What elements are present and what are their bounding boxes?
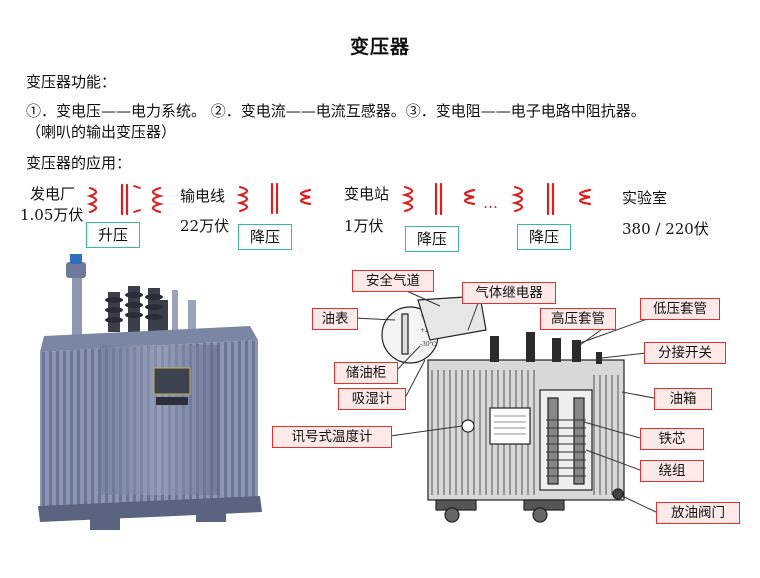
callout-oil-gauge: 油表 (312, 308, 358, 330)
transmission-line-label: 输电线 (180, 187, 226, 205)
callout-safety-vent: 安全气道 (352, 270, 434, 292)
function-heading: 变压器功能： (26, 73, 117, 91)
callout-breather: 吸湿计 (338, 388, 406, 410)
function-line-1: ①．变电压——电力系统。 ②．变电流——电流互感器。③．变电阻——电子电路中阻抗… (26, 102, 646, 120)
page-title: 变压器 (349, 36, 410, 58)
callout-conservator: 储油柜 (334, 362, 398, 384)
callout-drain-valve: 放油阀门 (656, 502, 740, 524)
callout-oil-tank: 油箱 (654, 388, 712, 410)
transformer-symbol-1 (86, 183, 165, 216)
step-up-box: 升压 (86, 222, 140, 248)
substation-voltage: 1万伏 (344, 217, 384, 235)
transmission-line-voltage: 22万伏 (180, 217, 230, 235)
svg-text:-30℃: -30℃ (420, 341, 437, 348)
transformer-symbol-3 (400, 182, 476, 216)
lab-label: 实验室 (622, 189, 668, 207)
step-down-box-1: 降压 (238, 224, 292, 250)
callout-thermometer: 讯号式温度计 (272, 426, 392, 448)
function-line-2: （喇叭的输出变压器） (26, 123, 177, 141)
callout-tap-changer: 分接开关 (644, 342, 726, 364)
callout-winding: 绕组 (640, 460, 704, 482)
power-plant-voltage: 1.05万伏 (20, 206, 84, 224)
step-down-box-3: 降压 (517, 224, 571, 250)
callout-lv-bushing: 低压套管 (640, 298, 720, 320)
lab-voltage: 380 / 220伏 (622, 220, 709, 238)
power-plant-label: 发电厂 (30, 185, 76, 203)
callout-gas-relay: 气体继电器 (462, 282, 556, 304)
substation-label: 变电站 (344, 185, 390, 203)
chain-ellipsis: … (483, 194, 498, 212)
callout-hv-bushing: 高压套管 (540, 308, 616, 330)
application-heading: 变压器的应用： (26, 154, 132, 172)
callout-core: 铁芯 (640, 428, 704, 450)
transformer-symbol-2 (235, 182, 312, 215)
transformer-symbol-4 (510, 182, 592, 216)
step-down-box-2: 降压 (405, 226, 459, 252)
